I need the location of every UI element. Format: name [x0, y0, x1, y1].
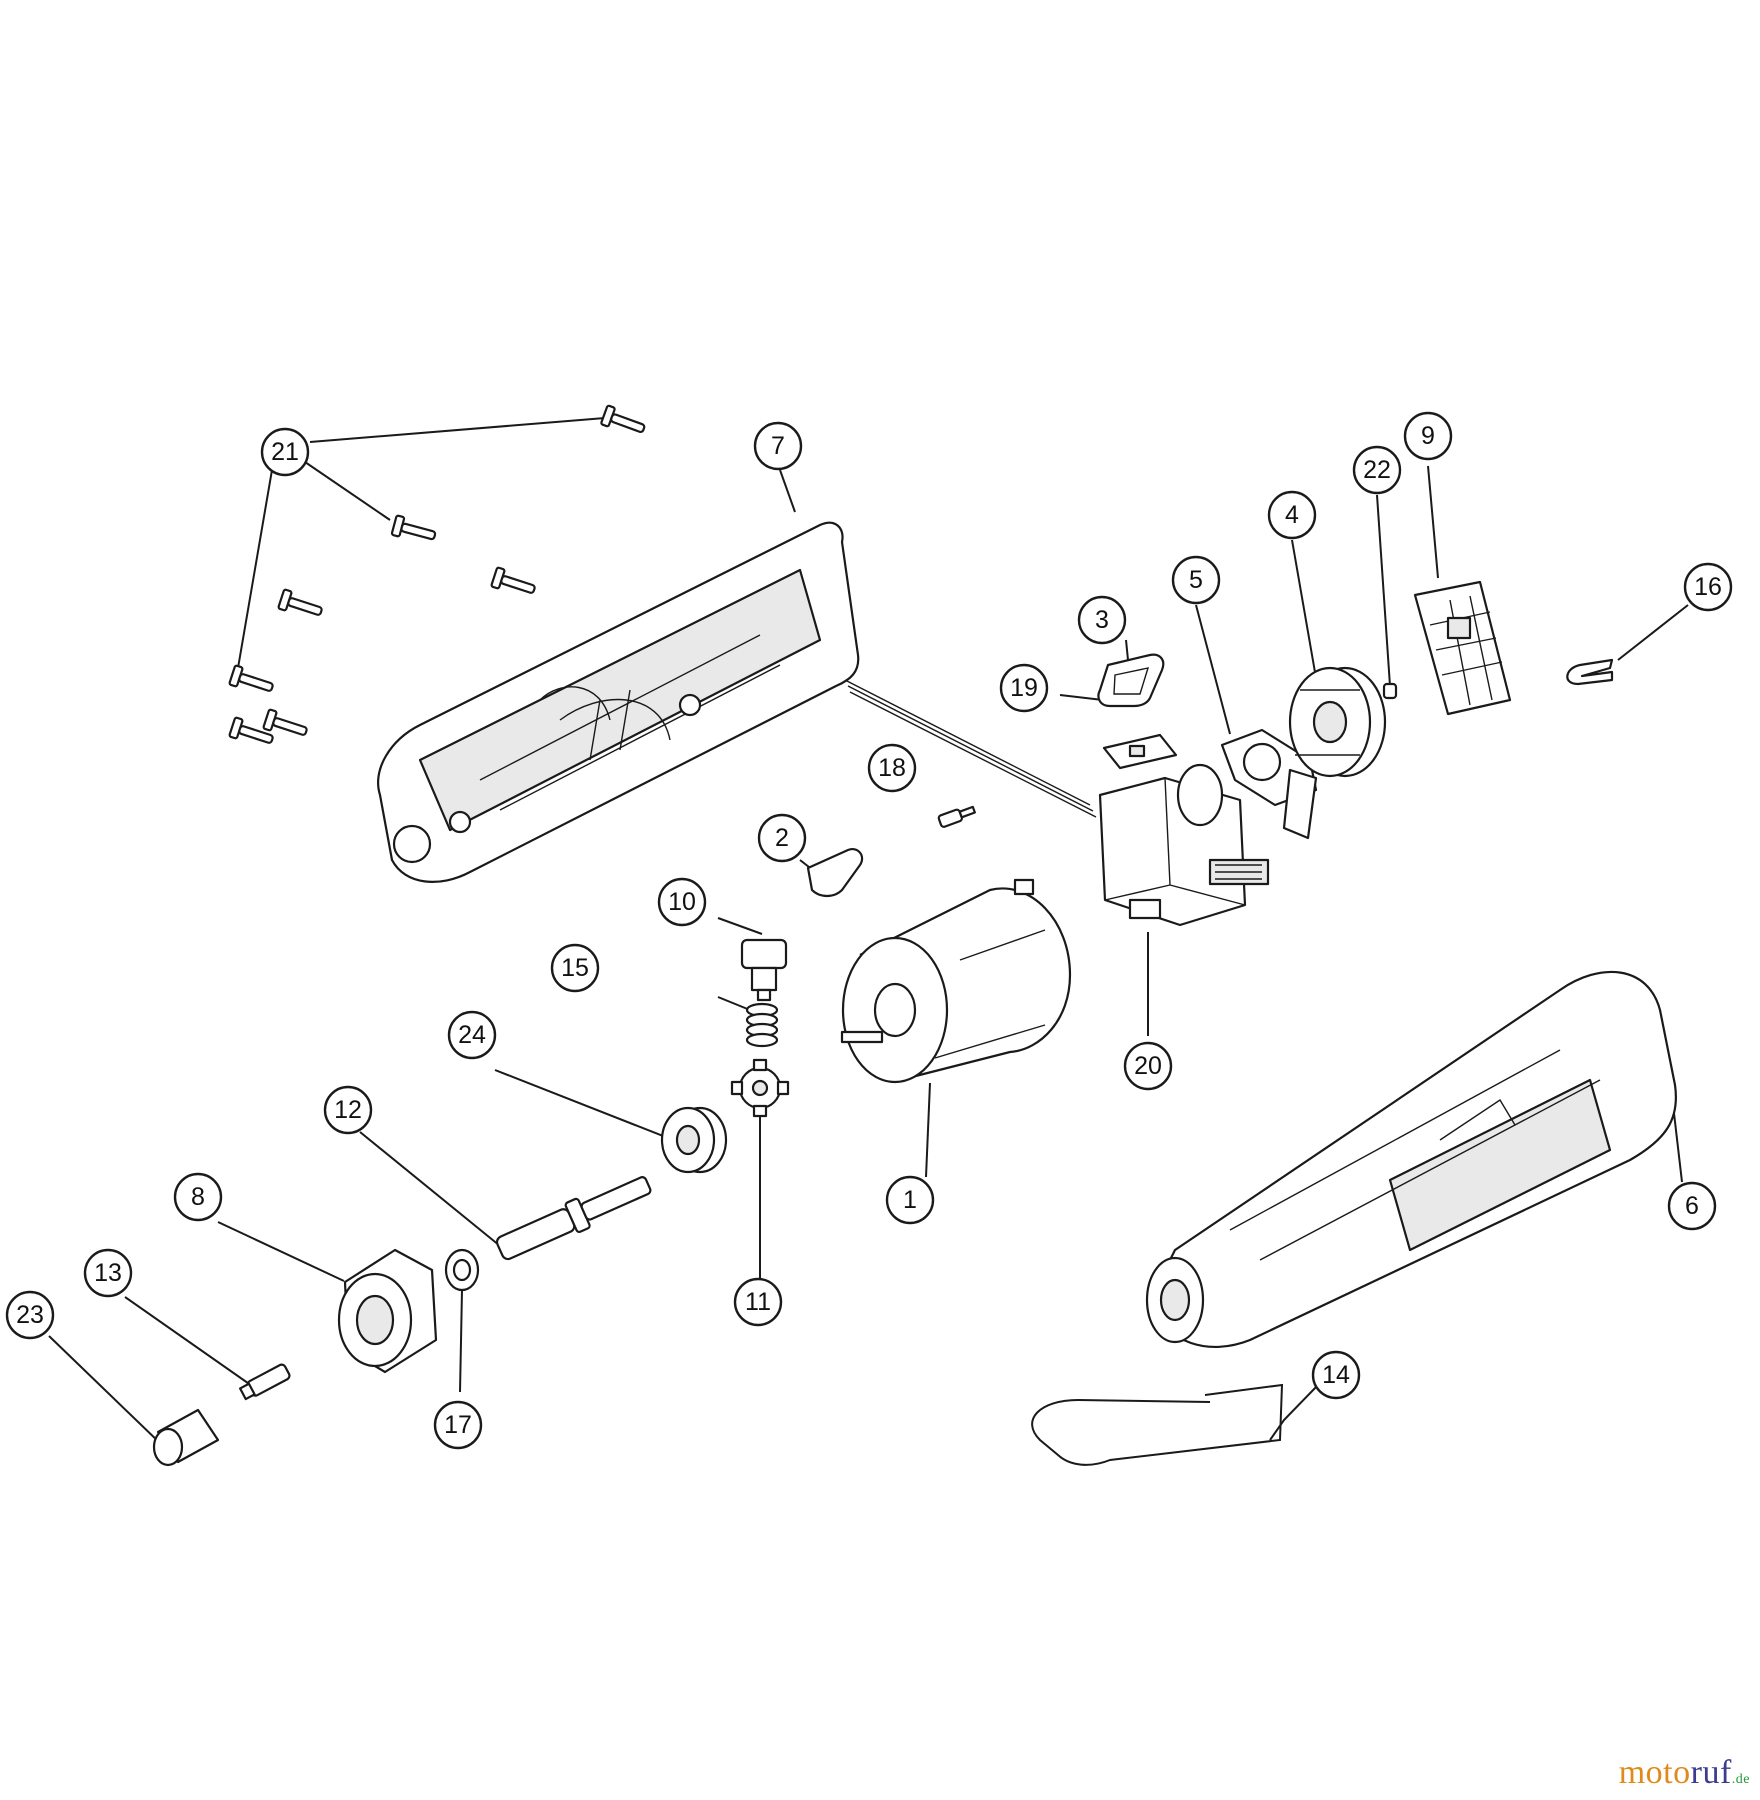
callout-label: 9	[1421, 422, 1435, 450]
circuit-board	[1413, 580, 1512, 716]
small-spring	[1382, 682, 1398, 700]
callout-4: 4	[1267, 490, 1317, 540]
screw	[390, 514, 437, 541]
callout-14: 14	[1311, 1350, 1361, 1400]
callout-2: 2	[757, 813, 807, 863]
callouts: 1 2 3 4 5 6 7 8 9 10 11 12 13 14 15 16 1…	[5, 411, 1733, 1450]
watermark-part1: moto	[1618, 1754, 1691, 1791]
callout-label: 8	[191, 1183, 205, 1211]
callout-13: 13	[83, 1248, 133, 1298]
screw	[277, 588, 323, 616]
callout-label: 18	[878, 754, 906, 782]
callout-label: 6	[1685, 1192, 1699, 1220]
callout-1: 1	[885, 1175, 935, 1225]
callout-label: 4	[1285, 501, 1299, 529]
motor	[840, 878, 1072, 1084]
watermark-part2: ruf	[1690, 1754, 1732, 1791]
lock-button	[740, 938, 788, 1002]
screws	[228, 404, 646, 744]
washer	[444, 1248, 480, 1292]
callout-22: 22	[1352, 445, 1402, 495]
nut	[337, 1248, 438, 1374]
callout-15: 15	[550, 943, 600, 993]
callout-24: 24	[447, 1010, 497, 1060]
speed-wheel	[1288, 666, 1387, 778]
spring	[745, 1002, 779, 1048]
switch-assembly	[1098, 763, 1270, 927]
collet-nut	[152, 1408, 220, 1467]
bracket	[1220, 728, 1318, 840]
collet	[239, 1363, 291, 1401]
callout-label: 5	[1189, 566, 1203, 594]
callout-label: 11	[745, 1288, 771, 1316]
housing-half	[377, 521, 860, 883]
callout-label: 7	[771, 432, 785, 460]
callout-21: 21	[260, 427, 310, 477]
callout-label: 23	[16, 1301, 44, 1329]
callout-label: 12	[334, 1096, 362, 1124]
callout-label: 2	[775, 824, 789, 852]
gear	[730, 1058, 790, 1118]
callout-19: 19	[999, 663, 1049, 713]
screw	[228, 664, 274, 692]
callout-6: 6	[1667, 1181, 1717, 1231]
callout-label: 3	[1095, 606, 1109, 634]
switch-pad	[1102, 733, 1178, 770]
callout-12: 12	[323, 1085, 373, 1135]
callout-label: 1	[903, 1186, 917, 1214]
screw	[228, 716, 274, 744]
callout-label: 17	[444, 1411, 472, 1439]
housing-half-front	[1145, 970, 1677, 1348]
callout-10: 10	[657, 877, 707, 927]
callout-8: 8	[173, 1172, 223, 1222]
leader-lines	[48, 417, 1689, 1446]
callout-label: 22	[1363, 456, 1391, 484]
callout-20: 20	[1123, 1041, 1173, 1091]
callout-9: 9	[1403, 411, 1453, 461]
callout-label: 16	[1694, 573, 1722, 601]
screw	[262, 708, 308, 736]
callout-23: 23	[5, 1290, 55, 1340]
callout-label: 20	[1134, 1052, 1162, 1080]
callout-3: 3	[1077, 595, 1127, 645]
screw	[490, 566, 536, 594]
callout-label: 14	[1322, 1361, 1350, 1389]
watermark-part3: .de	[1731, 1772, 1750, 1787]
screw	[600, 404, 646, 434]
cover	[806, 848, 864, 898]
callout-7: 7	[753, 421, 803, 471]
clip	[1566, 658, 1614, 686]
callout-label: 21	[271, 438, 299, 466]
hanger-wire	[1031, 1383, 1284, 1466]
callout-18: 18	[867, 743, 917, 793]
callout-label: 15	[561, 954, 589, 982]
callout-label: 19	[1010, 674, 1038, 702]
callout-17: 17	[433, 1400, 483, 1450]
callout-11: 11	[733, 1277, 783, 1327]
pin	[937, 805, 976, 828]
shaft	[495, 1176, 652, 1261]
bearing	[660, 1106, 728, 1174]
watermark: motoruf.de	[1619, 1754, 1750, 1792]
switch-button	[1097, 653, 1165, 708]
callout-16: 16	[1683, 562, 1733, 612]
callout-5: 5	[1171, 555, 1221, 605]
wire-harness	[844, 679, 1097, 818]
callout-label: 13	[94, 1259, 122, 1287]
callout-label: 24	[458, 1021, 486, 1049]
callout-label: 10	[668, 888, 696, 916]
